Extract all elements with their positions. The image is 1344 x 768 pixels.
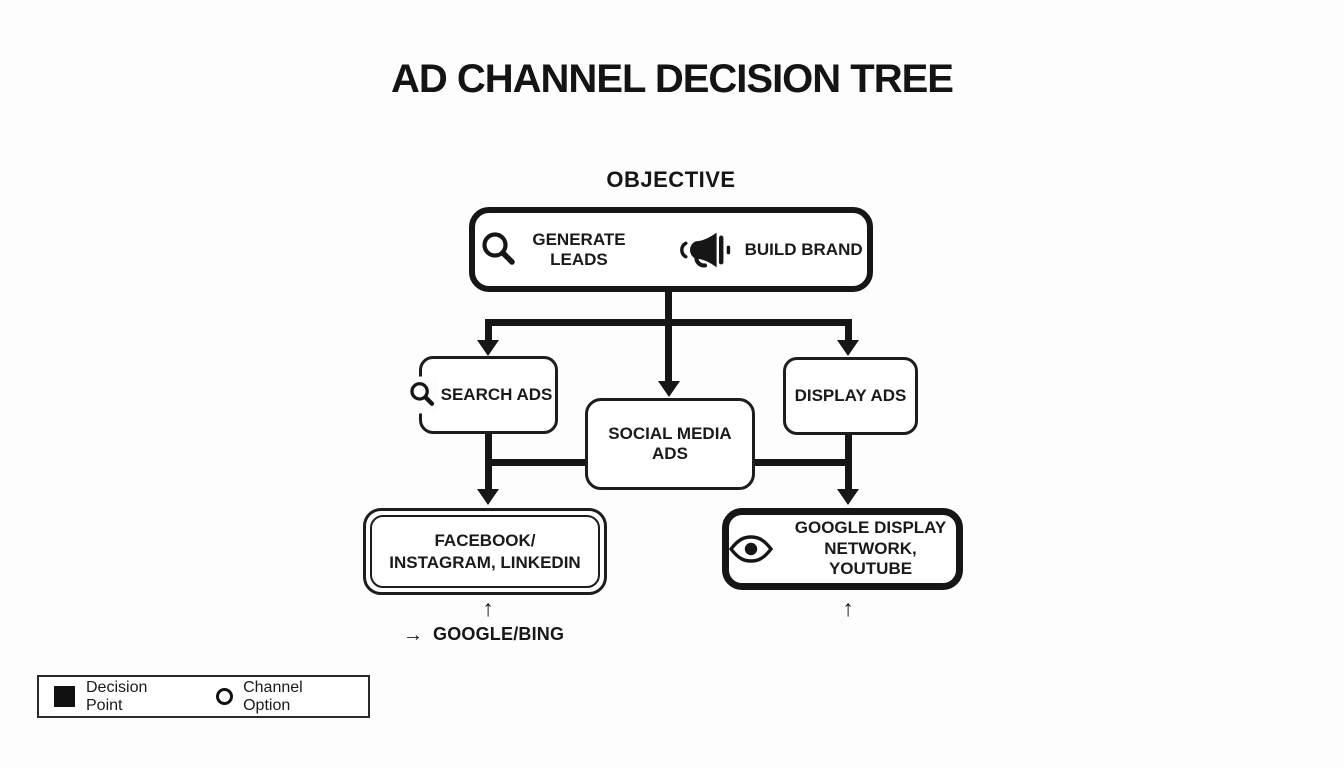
objective-decision-box: GENERATE LEADS BUILD BRAND <box>469 207 873 292</box>
option-build-brand: BUILD BRAND <box>679 230 863 270</box>
option-build-brand-label: BUILD BRAND <box>744 239 863 259</box>
legend-channel-option-label: Channel Option <box>243 678 303 714</box>
node-display-ads: DISPLAY ADS <box>783 357 918 435</box>
node-google-display-label: GOOGLE DISPLAY NETWORK, YOUTUBE <box>794 518 947 579</box>
search-icon <box>407 376 438 414</box>
search-icon <box>479 230 519 270</box>
node-facebook-inner-border: FACEBOOK/ INSTAGRAM, LINKEDIN <box>370 515 600 588</box>
up-arrow-facebook: ↑ <box>482 595 494 621</box>
objective-label: OBJECTIVE <box>606 167 736 192</box>
eye-icon <box>729 535 773 563</box>
channel-option-marker-icon <box>216 688 234 705</box>
connector-branch-horizontal <box>485 319 852 326</box>
connector-root-vertical <box>665 292 672 382</box>
connector-left-to-social <box>488 459 585 466</box>
node-search-ads-label: SEARCH ADS <box>440 384 553 404</box>
right-arrow-icon: → <box>403 623 423 646</box>
up-arrow-google-display: ↑ <box>842 595 854 621</box>
arrowhead-display-ads <box>837 340 859 356</box>
node-facebook-label: FACEBOOK/ INSTAGRAM, LINKEDIN <box>389 531 581 572</box>
node-display-ads-label: DISPLAY ADS <box>794 385 907 405</box>
legend-decision-point-label: Decision Point <box>86 678 148 714</box>
megaphone-icon <box>679 230 732 270</box>
node-social-media-ads-label: SOCIAL MEDIA ADS <box>608 423 732 463</box>
connector-right-to-social <box>755 459 848 466</box>
option-generate-leads-label: GENERATE LEADS <box>532 229 626 269</box>
arrowhead-facebook <box>477 489 499 505</box>
arrowhead-google-display <box>837 489 859 505</box>
page-title: AD CHANNEL DECISION TREE <box>391 57 954 101</box>
node-facebook-instagram-linkedin: FACEBOOK/ INSTAGRAM, LINKEDIN <box>363 508 607 595</box>
annotation-google-bing-label: GOOGLE/BING <box>433 624 565 644</box>
option-generate-leads: GENERATE LEADS <box>479 229 626 270</box>
connector-left-branch <box>485 319 492 341</box>
arrowhead-social-media <box>658 381 680 397</box>
arrowhead-search-ads <box>477 340 499 356</box>
connector-right-branch <box>845 319 852 341</box>
decision-point-marker-icon <box>54 686 75 707</box>
annotation-google-bing: → GOOGLE/BING <box>403 624 564 645</box>
connector-display-down <box>845 434 852 490</box>
node-search-ads: SEARCH ADS <box>407 356 558 434</box>
node-social-media-ads: SOCIAL MEDIA ADS <box>585 398 755 490</box>
node-google-display-network: GOOGLE DISPLAY NETWORK, YOUTUBE <box>722 508 963 590</box>
legend: Decision Point Channel Option <box>37 675 370 718</box>
